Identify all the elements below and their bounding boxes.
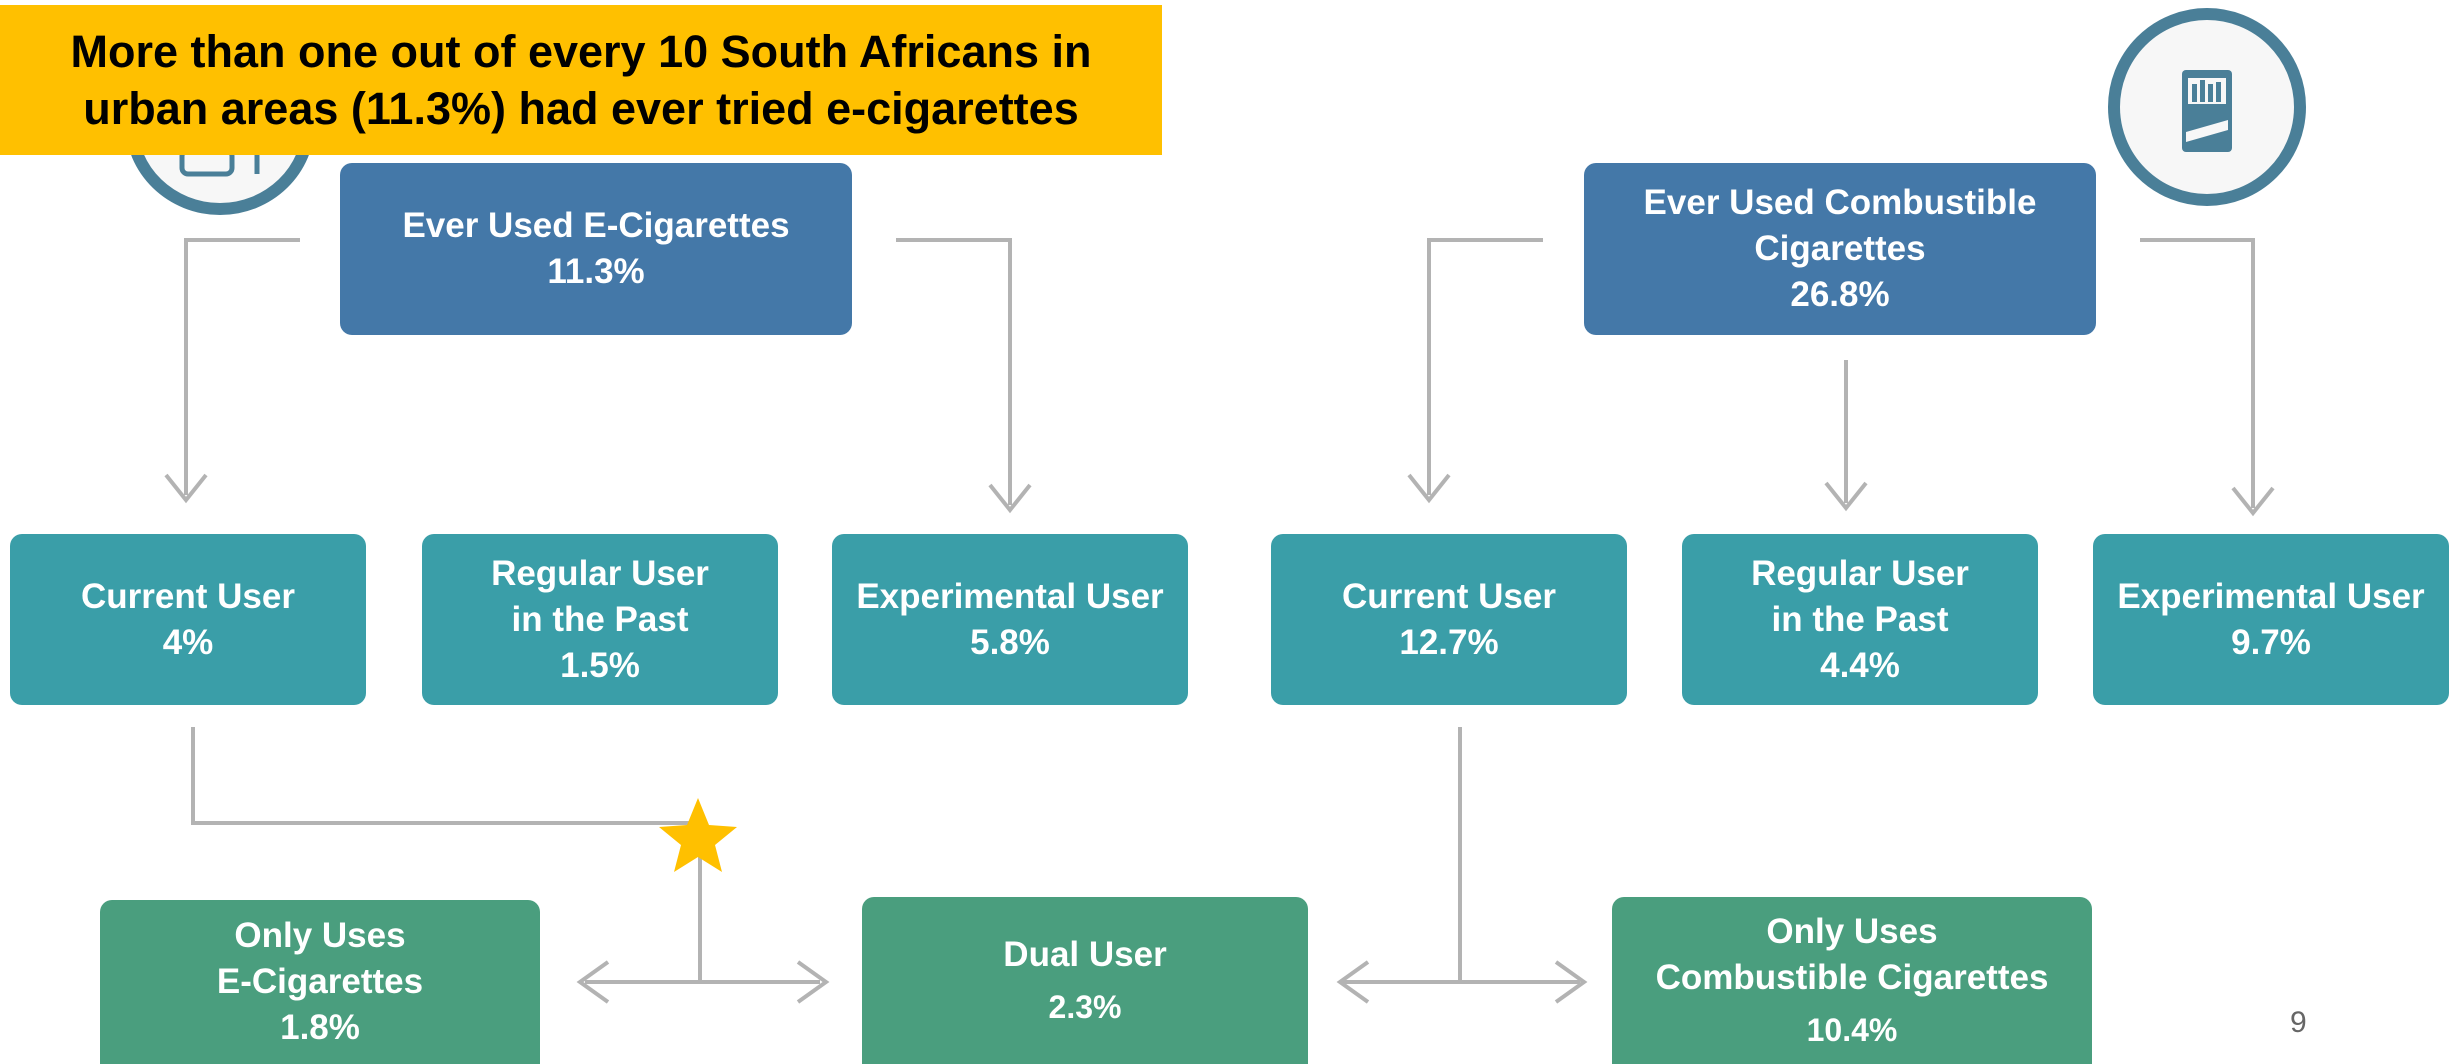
dual-user-box: Dual User 2.3% [862, 897, 1308, 1064]
only-ecig-line-1: Only Uses [234, 916, 406, 955]
comb-current-user-box: Current User 12.7% [1271, 534, 1627, 705]
connector-ecig-to-experimental [896, 238, 1012, 505]
headline-line-2: urban areas (11.3%) had ever tried e-cig… [83, 83, 1079, 134]
ecig-regular-line-2: in the Past [511, 599, 689, 639]
arrowhead [164, 473, 208, 504]
only-ecig-value: 1.8% [280, 1008, 360, 1047]
ever-used-comb-line-1: Ever Used Combustible [1643, 183, 2037, 222]
only-comb-line-2: Combustible Cigarettes [1655, 957, 2049, 997]
comb-regular-value: 4.4% [1820, 645, 1900, 685]
ecig-experimental-value: 5.8% [970, 622, 1050, 662]
only-ecig-box: Only Uses E-Cigarettes 1.8% [100, 900, 540, 1064]
only-combustible-box: Only Uses Combustible Cigarettes 10.4% [1612, 897, 2092, 1064]
comb-regular-line-2: in the Past [1771, 599, 1949, 639]
only-ecig-line-2: E-Cigarettes [216, 962, 424, 1001]
arrowhead [2231, 486, 2275, 517]
arrowhead [576, 960, 610, 1004]
arrowhead [1554, 960, 1588, 1004]
ecig-regular-past-box: Regular User in the Past 1.5% [422, 534, 778, 705]
ecig-experimental-box: Experimental User 5.8% [832, 534, 1188, 705]
comb-regular-line-1: Regular User [1751, 553, 1969, 593]
ever-used-comb-line-2: Cigarettes [1754, 229, 1926, 268]
comb-current-value: 12.7% [1399, 622, 1499, 662]
ever-used-combustible-box: Ever Used Combustible Cigarettes 26.8% [1584, 163, 2096, 335]
connector-ecig-to-current [184, 238, 300, 495]
star-icon [659, 798, 737, 872]
connector-current-ecig-to-split [191, 727, 700, 825]
dual-user-label: Dual User [1003, 934, 1167, 974]
connector-comb-to-current [1427, 238, 1543, 495]
connector-comb-to-experimental [2140, 238, 2255, 508]
only-comb-value: 10.4% [1806, 1011, 1898, 1048]
ecig-current-user-box: Current User 4% [10, 534, 366, 705]
ecig-regular-line-1: Regular User [491, 553, 709, 593]
ever-used-ecig-box: Ever Used E-Cigarettes 11.3% [340, 163, 852, 335]
ecig-regular-value: 1.5% [560, 645, 640, 685]
arrowhead [1407, 473, 1451, 504]
comb-experimental-value: 9.7% [2231, 622, 2311, 662]
comb-regular-past-box: Regular User in the Past 4.4% [1682, 534, 2038, 705]
headline-banner: More than one out of every 10 South Afri… [0, 5, 1162, 155]
ecig-experimental-label: Experimental User [856, 576, 1164, 616]
comb-current-label: Current User [1342, 576, 1556, 616]
ever-used-comb-value: 26.8% [1790, 275, 1890, 314]
ever-used-ecig-value: 11.3% [547, 252, 645, 291]
comb-experimental-box: Experimental User 9.7% [2093, 534, 2449, 705]
ever-used-ecig-label: Ever Used E-Cigarettes [402, 206, 790, 245]
arrowhead [796, 960, 830, 1004]
only-comb-line-1: Only Uses [1766, 911, 1938, 951]
cigarette-pack-glyph [2182, 70, 2232, 152]
arrowhead [1336, 960, 1370, 1004]
arrowhead [988, 483, 1032, 514]
headline-line-1: More than one out of every 10 South Afri… [70, 26, 1092, 77]
arrowhead [1824, 481, 1868, 512]
page-number: 9 [2290, 1006, 2307, 1039]
dual-user-value: 2.3% [1048, 988, 1122, 1025]
ecig-current-label: Current User [81, 576, 295, 616]
comb-experimental-label: Experimental User [2117, 576, 2425, 616]
ecig-current-value: 4% [162, 622, 214, 662]
